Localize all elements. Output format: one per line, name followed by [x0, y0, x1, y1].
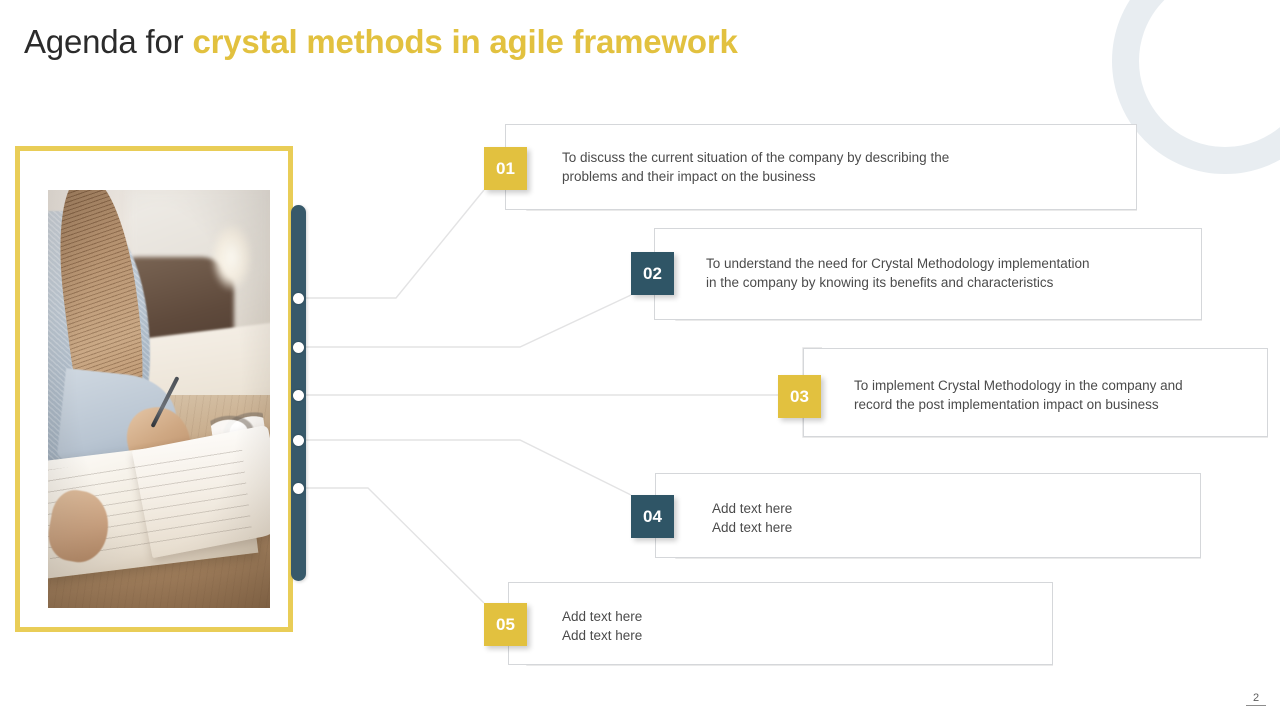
- agenda-item-box-3[interactable]: [803, 348, 1268, 437]
- timeline-dot-2: [293, 342, 304, 353]
- agenda-item-text-3: To implement Crystal Methodology in the …: [854, 378, 1183, 412]
- agenda-item-badge-5[interactable]: 05: [484, 603, 527, 646]
- timeline-dot-4: [293, 435, 304, 446]
- agenda-item-text-1: To discuss the current situation of the …: [562, 150, 950, 184]
- agenda-photo: [48, 190, 270, 608]
- agenda-item-box-1[interactable]: [505, 124, 1137, 210]
- timeline-dot-5: [293, 483, 304, 494]
- page-title: Agenda for crystal methods in agile fram…: [24, 22, 738, 62]
- agenda-item-box-5[interactable]: [508, 582, 1053, 665]
- agenda-item-box-2[interactable]: [654, 228, 1202, 320]
- agenda-item-box-4[interactable]: [655, 473, 1201, 558]
- timeline-dot-1: [293, 293, 304, 304]
- photo-frame: [15, 146, 293, 632]
- agenda-item-badge-2[interactable]: 02: [631, 252, 674, 295]
- agenda-item-text-2: To understand the need for Crystal Metho…: [706, 256, 1090, 290]
- agenda-item-badge-4[interactable]: 04: [631, 495, 674, 538]
- agenda-item-badge-3[interactable]: 03: [778, 375, 821, 418]
- page-title-accent: crystal methods in agile framework: [192, 23, 738, 60]
- agenda-item-text-5: Add text here Add text here: [562, 609, 643, 643]
- agenda-item-badge-1[interactable]: 01: [484, 147, 527, 190]
- timeline-dot-3: [293, 390, 304, 401]
- page-title-plain: Agenda for: [24, 23, 193, 60]
- agenda-item-text-4: Add text here Add text here: [712, 501, 793, 535]
- page-number: 2: [1246, 692, 1266, 706]
